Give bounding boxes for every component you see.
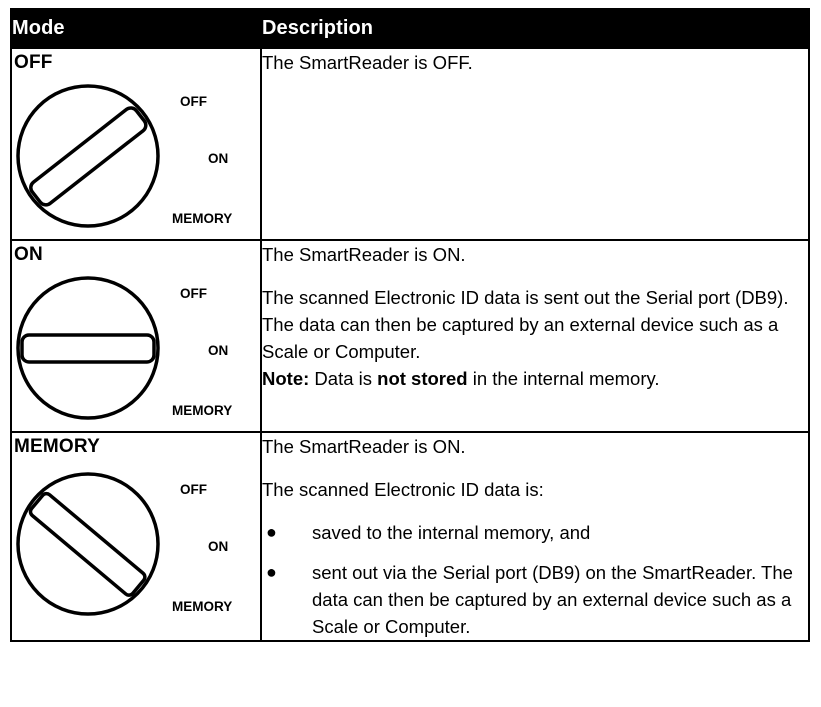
description-paragraph: The SmartReader is ON. <box>262 436 466 457</box>
list-item-text: sent out via the Serial port (DB9) on th… <box>312 562 793 637</box>
list-item-text: saved to the internal memory, and <box>312 522 591 543</box>
mode-label-memory: MEMORY <box>14 436 100 457</box>
mode-cell-memory: MEMORY OFF ON MEMORY <box>10 431 262 642</box>
smartreader-mode-table: Mode Description OFF OFF ON <box>10 8 810 642</box>
note-emphasis-bold: not stored <box>377 368 468 389</box>
description-paragraph: The SmartReader is ON. <box>262 244 466 265</box>
note-mid-text: Data is <box>309 368 378 389</box>
mode-label-on: ON <box>14 244 43 265</box>
dial-tick-label-off: OFF <box>180 94 207 109</box>
list-item: ● sent out via the Serial port (DB9) on t… <box>262 559 808 640</box>
description-paragraph: The scanned Electronic ID data is sent o… <box>262 287 789 362</box>
description-cell-memory: The SmartReader is ON. The scanned Elect… <box>260 431 810 642</box>
table-row: OFF OFF ON MEMORY Th <box>10 47 810 241</box>
dial-graphic-on: OFF ON MEMORY <box>12 269 244 431</box>
dial-tick-label-on: ON <box>208 151 228 166</box>
dial-switch-on[interactable]: OFF ON MEMORY <box>12 269 244 431</box>
mode-cell-on: ON OFF ON MEMORY <box>10 239 262 433</box>
bullet-point-icon: ● <box>266 562 277 582</box>
dial-tick-label-memory: MEMORY <box>172 403 232 418</box>
column-header-description: Description <box>260 8 810 49</box>
description-paragraph: The SmartReader is OFF. <box>262 52 473 73</box>
dial-switch-memory[interactable]: OFF ON MEMORY <box>12 461 244 633</box>
description-cell-on: The SmartReader is ON. The scanned Elect… <box>260 239 810 433</box>
dial-tick-label-memory: MEMORY <box>172 211 232 226</box>
description-bullet-list: ● saved to the internal memory, and ● sent… <box>262 519 808 640</box>
dial-knob-memory <box>28 491 147 597</box>
note-suffix-text: in the internal memory. <box>467 368 660 389</box>
mode-cell-off: OFF OFF ON MEMORY <box>10 47 262 241</box>
dial-knob-slot <box>28 491 147 597</box>
table-header-row: Mode Description <box>10 8 810 49</box>
dial-switch-off[interactable]: OFF ON MEMORY <box>12 77 244 239</box>
table-header: Mode Description <box>10 8 810 49</box>
description-cell-off: The SmartReader is OFF. <box>260 47 810 241</box>
dial-tick-label-on: ON <box>208 539 228 554</box>
dial-knob-off <box>29 106 148 207</box>
dial-knob-slot <box>29 106 148 207</box>
mode-label-off: OFF <box>14 52 53 73</box>
bullet-point-icon: ● <box>266 522 277 542</box>
dial-tick-label-on: ON <box>208 343 228 358</box>
list-item: ● saved to the internal memory, and <box>262 519 808 546</box>
dial-knob-slot <box>20 333 156 364</box>
table-body: OFF OFF ON MEMORY Th <box>10 47 810 642</box>
table-row: MEMORY OFF ON MEMORY <box>10 431 810 642</box>
table-row: ON OFF ON MEMORY The <box>10 239 810 433</box>
column-header-mode: Mode <box>10 8 262 49</box>
dial-graphic-memory: OFF ON MEMORY <box>12 461 244 633</box>
dial-tick-label-off: OFF <box>180 286 207 301</box>
dial-graphic-off: OFF ON MEMORY <box>12 77 244 239</box>
dial-knob-on <box>20 333 156 364</box>
note-prefix-bold: Note: <box>262 368 310 389</box>
dial-tick-label-off: OFF <box>180 482 207 497</box>
dial-tick-label-memory: MEMORY <box>172 599 232 614</box>
description-note: Note: Data is not stored in the internal… <box>262 365 808 392</box>
description-paragraph: The scanned Electronic ID data is: <box>262 479 544 500</box>
